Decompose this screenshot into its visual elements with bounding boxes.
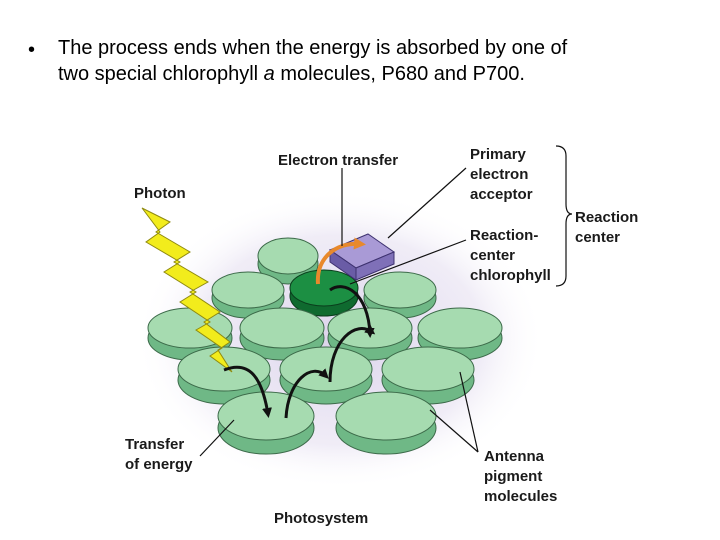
leader-line: [199, 419, 235, 457]
leader-line: [459, 371, 479, 453]
bullet-marker: •: [28, 39, 36, 61]
slide-text-line-2-end: molecules, P680 and P700.: [274, 63, 525, 85]
slide-text-line-2-start: two special chlorophyll: [58, 63, 264, 85]
antenna-disc: [363, 271, 437, 319]
antenna-disc: [335, 391, 437, 455]
leader-line: [429, 409, 479, 453]
slide-text-line-2: two special chlorophyll a molecules, P68…: [58, 62, 525, 86]
slide-text-line-1: The process ends when the energy is abso…: [58, 37, 568, 59]
energy-transfer-arrow: [223, 365, 272, 418]
label-photon: Photon: [134, 185, 186, 202]
reaction-center-chlorophyll-disc: [289, 269, 359, 317]
label-transfer-of-energy: Transfer of energy: [125, 436, 193, 473]
leader-line: [387, 167, 467, 239]
label-primary-electron-acceptor: Primary electron acceptor: [470, 146, 533, 203]
photon-bolt: [141, 207, 233, 373]
label-photosystem: Photosystem: [274, 510, 368, 527]
antenna-disc: [381, 346, 475, 405]
label-reaction-center-chlorophyll: Reaction- center chlorophyll: [470, 227, 551, 284]
label-antenna-pigment-molecules: Antenna pigment molecules: [484, 448, 557, 505]
antenna-disc: [279, 346, 373, 405]
energy-transfer-arrow: [329, 285, 375, 338]
slide-text-italic-a: a: [263, 63, 275, 85]
reaction-center-bracket: [555, 145, 573, 287]
label-reaction-center: Reaction center: [575, 209, 643, 246]
antenna-disc: [239, 307, 325, 361]
leader-line: [349, 239, 467, 285]
energy-transfer-arrow: [284, 368, 329, 419]
electron-transfer-arrow: [315, 237, 366, 285]
label-electron-transfer: Electron transfer: [278, 152, 398, 169]
antenna-disc: [211, 271, 285, 319]
